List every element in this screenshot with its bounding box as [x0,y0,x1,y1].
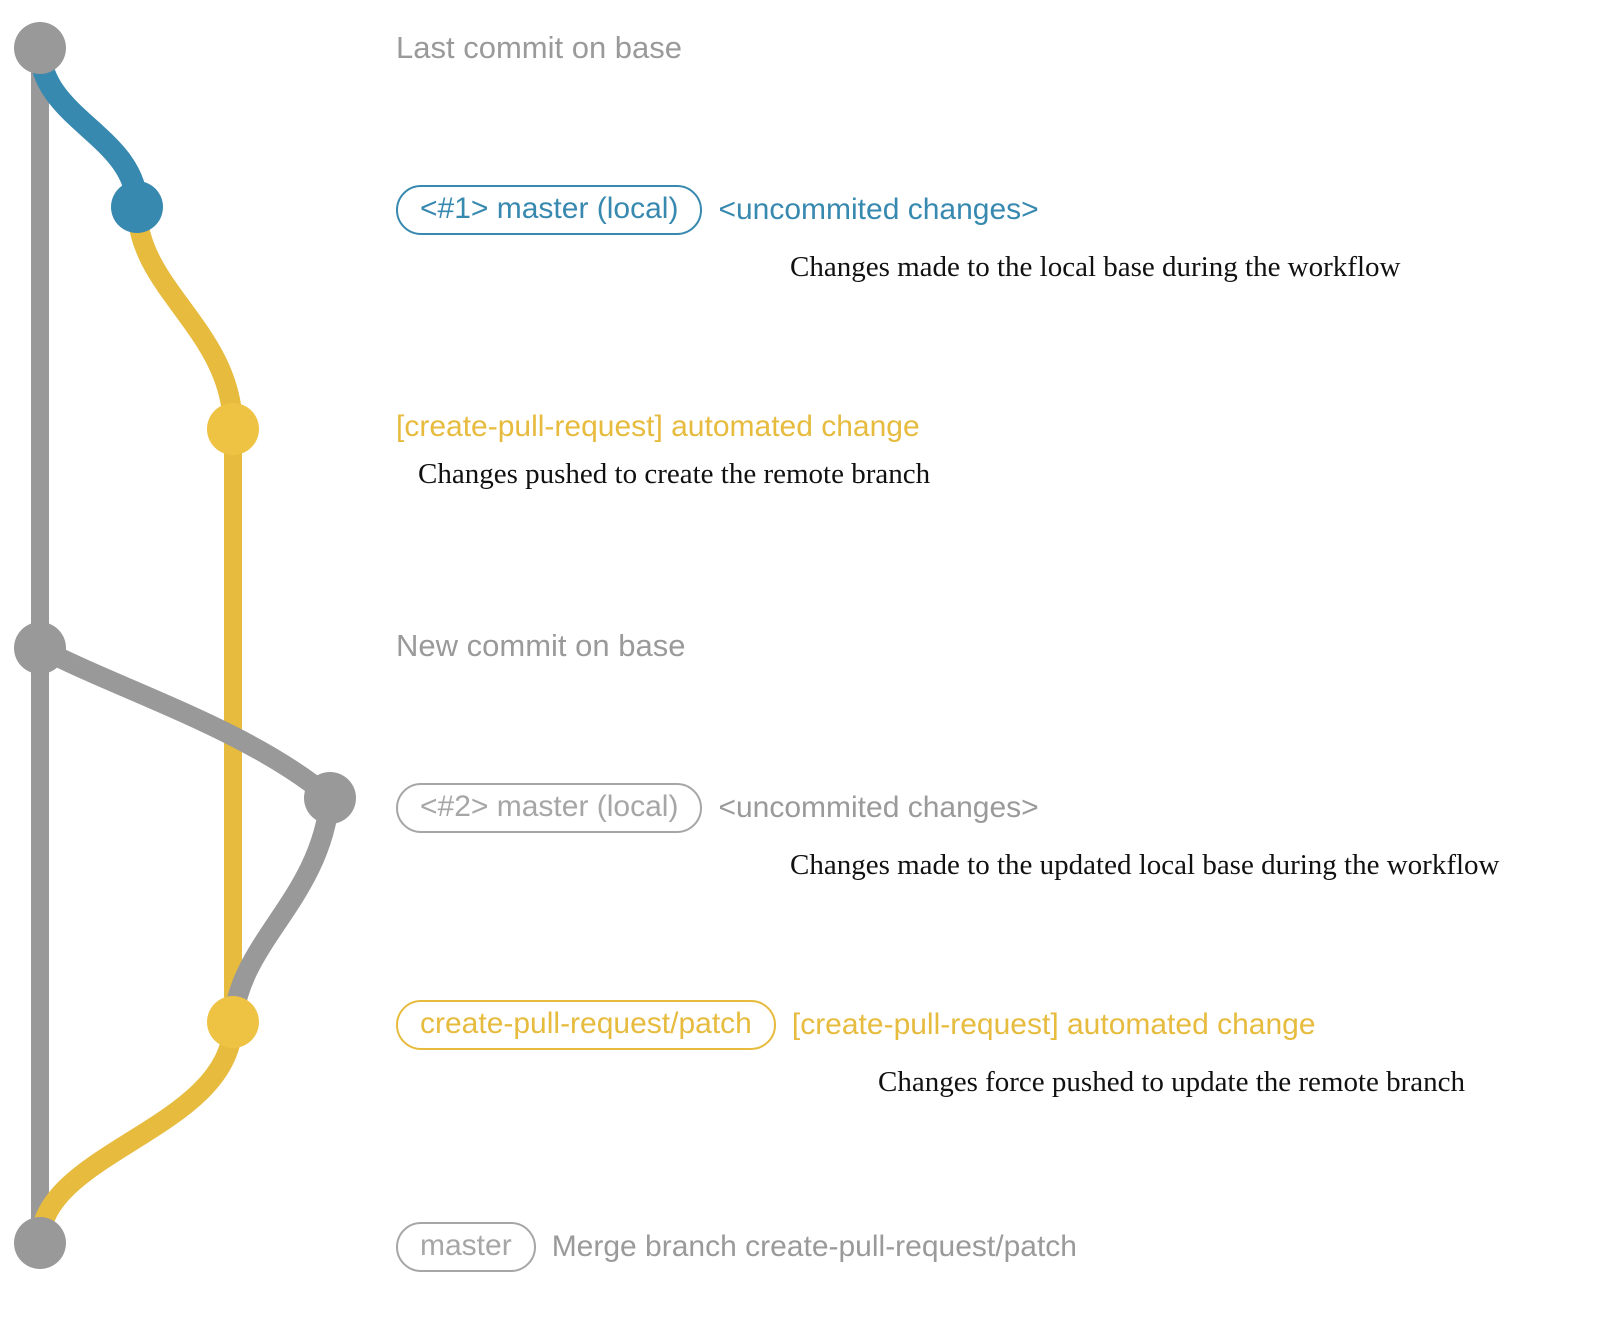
commit-description-automated-change-2: Changes force pushed to update the remot… [878,1066,1466,1098]
blue-branch-line [29,37,148,218]
ref-badge-local-master-2[interactable]: <#2> master (local) [396,783,703,833]
annotation-row-merge-master: master Merge branch create-pull-request/… [396,1222,1077,1272]
commit-node-automated-change-2[interactable] [207,996,259,1048]
commit-subject-local-master-2: <uncommited changes> [718,791,1039,824]
annotation-row-new-commit-on-base: New commit on base [396,630,685,661]
annotation-row-local-master-1: <#1> master (local) <uncommited changes>… [396,185,1400,282]
commit-description-automated-change-1: Changes pushed to create the remote bran… [418,458,931,490]
commit-subject-automated-change-2: [create-pull-request] automated change [791,1008,1316,1041]
yellow-branch-line-first [127,197,243,439]
gray-branch-line-to-patch-2 [223,788,340,1032]
commit-description-local-master-1: Changes made to the local base during th… [790,251,1401,283]
commit-node-new-commit-on-base[interactable] [14,622,66,674]
annotation-row-last-commit-on-base: Last commit on base [396,32,682,63]
commit-node-automated-change-1[interactable] [207,403,259,455]
commit-subject-local-master-1: <uncommited changes> [718,193,1039,226]
ref-badge-create-pull-request-patch[interactable]: create-pull-request/patch [396,1000,776,1050]
annotation-row-local-master-2: <#2> master (local) <uncommited changes>… [396,783,1500,880]
commit-node-last-commit-on-base[interactable] [14,22,66,74]
ref-badge-local-master-1[interactable]: <#1> master (local) [396,185,703,235]
annotation-row-automated-change-1: [create-pull-request] automated change C… [396,412,930,489]
commit-node-local-master-2[interactable] [304,772,356,824]
commit-description-local-master-2: Changes made to the updated local base d… [790,849,1500,881]
commit-subject-merge-master: Merge branch create-pull-request/patch [551,1230,1077,1263]
commit-node-merge-master[interactable] [14,1217,66,1269]
gray-branch-line-to-local-2 [30,638,340,808]
yellow-merge-line [30,1012,243,1253]
commit-subject-automated-change-1: [create-pull-request] automated change [396,410,920,443]
commit-subject-last-commit-on-base: Last commit on base [396,30,683,65]
git-graph [14,22,356,1269]
commit-node-local-master-1[interactable] [111,181,163,233]
ref-badge-master[interactable]: master [396,1222,536,1272]
annotation-row-automated-change-2: create-pull-request/patch [create-pull-r… [396,1000,1465,1097]
commit-subject-new-commit-on-base: New commit on base [396,628,686,663]
